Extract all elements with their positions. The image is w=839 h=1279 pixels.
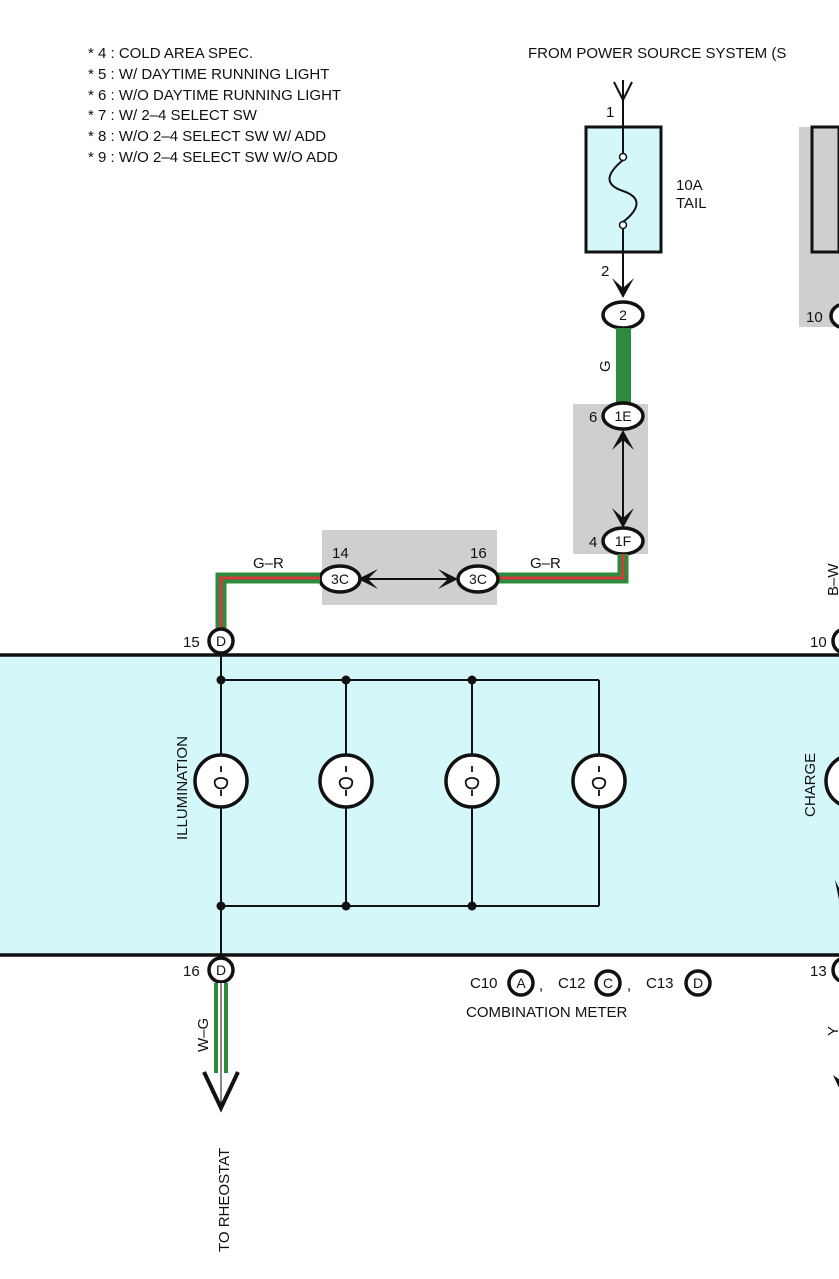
- connector-1e-label: 1E: [614, 408, 631, 424]
- charge-bulb-icon: [824, 756, 839, 806]
- fuse-icon: [608, 159, 638, 223]
- wire-gr-left-label: G–R: [253, 555, 284, 572]
- right-arrow-icon: [438, 569, 458, 589]
- fuse-terminal-top: [618, 152, 628, 162]
- connector-right-bottom: [831, 957, 839, 983]
- c13-code: D: [693, 975, 703, 991]
- junction-dot: [467, 675, 477, 685]
- connector-right-top: [829, 303, 839, 329]
- power-in-arrow-icon: [613, 81, 633, 103]
- fuse-terminal-bottom: [618, 220, 628, 230]
- connector-1e-pin: 6: [589, 409, 597, 426]
- junction-dot: [341, 901, 351, 911]
- connector-1f-label: 1F: [615, 533, 631, 549]
- wire-gr-left: [215, 572, 320, 628]
- caption-sep-2: ,: [627, 977, 631, 994]
- charge-label: CHARGE: [802, 753, 819, 817]
- caption-sep-1: ,: [539, 977, 543, 994]
- up-arrow-icon: [612, 430, 634, 450]
- c10-code-circle: [507, 969, 535, 997]
- note-9: * 9 : W/O 2–4 SELECT SW W/O ADD: [88, 149, 338, 166]
- connector-2-label: 2: [619, 307, 627, 323]
- bulb-icon: [318, 753, 374, 809]
- c12-code: C: [603, 975, 613, 991]
- bulb-icon: [444, 753, 500, 809]
- note-7: * 7 : W/ 2–4 SELECT SW: [88, 107, 258, 124]
- connector-d-16: [207, 956, 235, 984]
- c13-label: C13: [646, 975, 674, 992]
- combination-meter-box: [0, 653, 839, 957]
- junction-dot: [341, 675, 351, 685]
- combination-meter-title: COMBINATION METER: [466, 1004, 628, 1021]
- note-8: * 8 : W/O 2–4 SELECT SW W/ ADD: [88, 128, 326, 145]
- junction-dot: [216, 901, 226, 911]
- wire-g-label: G: [597, 360, 614, 372]
- connector-right-bottom-pin: 13: [810, 963, 827, 980]
- junction-dot: [467, 901, 477, 911]
- connector-right-mid: [831, 628, 839, 654]
- connector-3c-right-pin: 16: [470, 545, 487, 562]
- wire-y-label: Y: [825, 1026, 839, 1036]
- power-source-label: FROM POWER SOURCE SYSTEM (S: [528, 45, 786, 62]
- note-6: * 6 : W/O DAYTIME RUNNING LIGHT: [88, 87, 341, 104]
- connector-d-16-pin: 16: [183, 963, 200, 980]
- junction-dot: [216, 675, 226, 685]
- wire-gr-right-stripe: [498, 554, 625, 580]
- right-box-outline: [810, 125, 839, 254]
- connector-3c-left-label: 3C: [331, 571, 349, 587]
- connector-d-15-pin: 15: [183, 634, 200, 651]
- notes-list: * 4 : COLD AREA SPEC. * 5 : W/ DAYTIME R…: [88, 45, 341, 166]
- wire-gr-left-stripe: [219, 576, 320, 628]
- c10-label: C10: [470, 975, 498, 992]
- c13-code-circle: [684, 969, 712, 997]
- down-arrow-icon: [202, 1071, 240, 1113]
- down-arrow-icon: [612, 508, 634, 528]
- connector-d-16-label: D: [216, 962, 226, 978]
- c10-code: A: [516, 975, 526, 991]
- wire-bw-label: B–W: [825, 563, 839, 596]
- wire-gr-right-label: G–R: [530, 555, 561, 572]
- connector-d-15-label: D: [216, 633, 226, 649]
- to-rheostat-label: TO RHEOSTAT: [216, 1148, 233, 1252]
- left-arrow-icon: [358, 569, 378, 589]
- connector-1e: [601, 401, 645, 431]
- partial-down-arrow-icon: [833, 1075, 839, 1088]
- illumination-label: ILLUMINATION: [174, 736, 191, 840]
- fuse-name: TAIL: [676, 195, 707, 212]
- fuse-pin-out: 2: [601, 263, 609, 280]
- connector-arrow-icon: [612, 278, 634, 298]
- partial-arrow-icon: [835, 880, 839, 900]
- c12-code-circle: [594, 969, 622, 997]
- note-5: * 5 : W/ DAYTIME RUNNING LIGHT: [88, 66, 329, 83]
- connector-3c-right-label: 3C: [469, 571, 487, 587]
- bulb-icon: [193, 753, 249, 809]
- fuse-pin-in: 1: [606, 104, 614, 121]
- connector-right-mid-pin: 10: [810, 634, 827, 651]
- fuse-rating: 10A: [676, 177, 703, 194]
- wire-g: [616, 328, 631, 403]
- c12-label: C12: [558, 975, 586, 992]
- junction-block-right: [799, 127, 839, 327]
- note-4: * 4 : COLD AREA SPEC.: [88, 45, 253, 62]
- connector-1f-pin: 4: [589, 534, 597, 551]
- bulb-icon: [571, 753, 627, 809]
- connector-3c-left-pin: 14: [332, 545, 349, 562]
- wire-wg-label: W–G: [195, 1018, 212, 1052]
- connector-right-top-pin: 10: [806, 309, 823, 326]
